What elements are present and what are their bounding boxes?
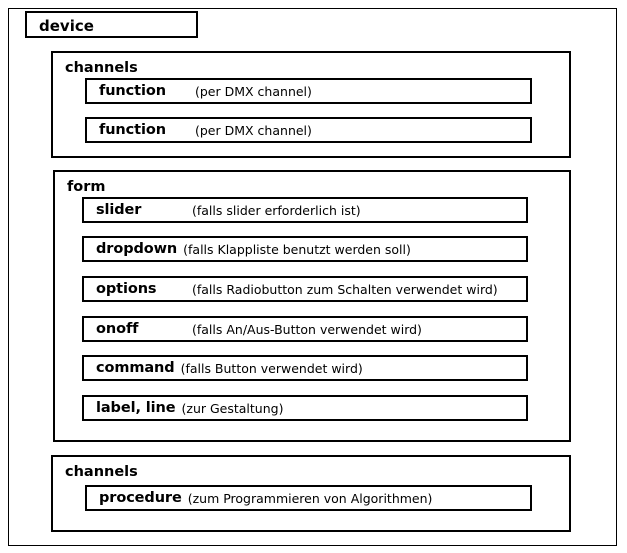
row-procedure-label: procedure <box>99 490 182 506</box>
row-onoff[interactable]: onoff (falls An/Aus-Button verwendet wir… <box>82 316 528 342</box>
row-onoff-desc: (falls An/Aus-Button verwendet wird) <box>192 321 422 337</box>
group-title-channels-top: channels <box>65 60 138 76</box>
row-function-1-desc: (per DMX channel) <box>195 83 312 99</box>
row-command-desc: (falls Button verwendet wird) <box>180 360 363 376</box>
row-function-2[interactable]: function (per DMX channel) <box>85 117 532 143</box>
row-label-line-desc: (zur Gestaltung) <box>181 400 284 416</box>
row-function-2-desc: (per DMX channel) <box>195 122 312 138</box>
row-command-label: command <box>96 360 175 376</box>
row-label-line[interactable]: label, line (zur Gestaltung) <box>82 395 528 421</box>
row-dropdown-label: dropdown <box>96 241 178 257</box>
row-procedure[interactable]: procedure (zum Programmieren von Algorit… <box>85 485 532 511</box>
row-slider-label: slider <box>96 202 142 218</box>
group-title-channels-bottom: channels <box>65 464 138 480</box>
row-onoff-label: onoff <box>96 321 139 337</box>
device-header-label: device <box>39 17 94 35</box>
row-dropdown-desc: (falls Klappliste benutzt werden soll) <box>183 241 411 257</box>
row-options[interactable]: options (falls Radiobutton zum Schalten … <box>82 276 528 302</box>
device-header-box[interactable]: device <box>25 11 198 38</box>
row-options-desc: (falls Radiobutton zum Schalten verwende… <box>192 281 498 297</box>
row-dropdown[interactable]: dropdown (falls Klappliste benutzt werde… <box>82 236 528 262</box>
row-function-1-label: function <box>99 83 166 99</box>
row-options-label: options <box>96 281 157 297</box>
row-procedure-desc: (zum Programmieren von Algorithmen) <box>187 490 433 506</box>
row-label-line-label: label, line <box>96 400 176 416</box>
row-command[interactable]: command (falls Button verwendet wird) <box>82 355 528 381</box>
group-title-form: form <box>67 179 106 195</box>
row-function-2-label: function <box>99 122 166 138</box>
row-slider[interactable]: slider (falls slider erforderlich ist) <box>82 197 528 223</box>
row-slider-desc: (falls slider erforderlich ist) <box>192 202 361 218</box>
row-function-1[interactable]: function (per DMX channel) <box>85 78 532 104</box>
